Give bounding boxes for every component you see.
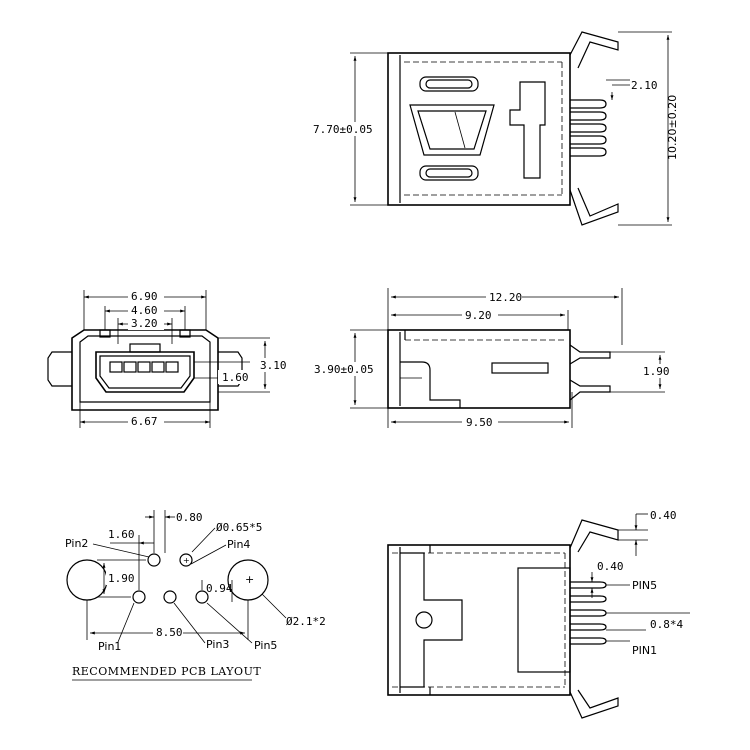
dim-9-20: 9.20 [465, 309, 492, 322]
pin-hole-4 [179, 553, 193, 567]
pcb-layout-title: RECOMMENDED PCB LAYOUT [72, 665, 261, 678]
dim-peg-dia: Ø2.1*2 [286, 615, 326, 628]
dim-1-90-side: 1.90 [643, 365, 670, 378]
label-pin3: Pin3 [206, 638, 229, 651]
peg-hole-left [66, 559, 108, 601]
label-pin4: Pin4 [227, 538, 250, 551]
dim-8-50: 8.50 [156, 626, 183, 639]
pcb-layout: + + 1.60 0.80 Ø0.65*5 1.90 0.94 8.50 [65, 510, 326, 681]
dim-7-70: 7.70±0.05 [313, 123, 373, 136]
dim-0-40-top: 0.40 [650, 509, 677, 522]
svg-text:+: + [245, 573, 254, 586]
dim-9-50: 9.50 [466, 416, 493, 429]
dim-1-60-front: 1.60 [222, 371, 249, 384]
dim-6-90: 6.90 [131, 290, 158, 303]
label-pin1: Pin1 [98, 640, 121, 653]
label-pin5-bottom: PIN5 [632, 579, 657, 592]
pin-hole-5 [195, 590, 209, 604]
label-pin1-bottom: PIN1 [632, 644, 657, 657]
pin-hole-2 [147, 553, 161, 567]
label-pin5: Pin5 [254, 639, 277, 652]
dim-0-80: 0.80 [176, 511, 203, 524]
dim-0-94: 0.94 [206, 582, 233, 595]
dim-4-60: 4.60 [131, 304, 158, 317]
pin-hole-3 [163, 590, 177, 604]
dim-1-60-pcb: 1.60 [108, 528, 135, 541]
svg-text:+: + [183, 556, 190, 565]
dim-10-20: 10.20±0.20 [666, 95, 679, 160]
dim-2-10: 2.10 [631, 79, 658, 92]
side-view-body [387, 329, 571, 409]
pin-hole-1 [132, 590, 146, 604]
dim-pin-pitch: 0.8*4 [650, 618, 683, 631]
side-view: 12.20 9.20 3.90±0.05 1.90 9.50 [312, 288, 676, 429]
dim-12-20: 12.20 [489, 291, 522, 304]
dim-3-10: 3.10 [260, 359, 287, 372]
label-pin2: Pin2 [65, 537, 88, 550]
dim-6-67: 6.67 [131, 415, 158, 428]
bottom-view: 0.40 0.40 PIN5 PIN1 0.8*4 [387, 509, 696, 719]
dim-1-90-pcb: 1.90 [108, 572, 135, 585]
top-view-body [387, 52, 571, 206]
front-view: 6.90 4.60 3.20 3.10 1.60 6.67 [47, 289, 294, 428]
dim-0-40-pin: 0.40 [597, 560, 624, 573]
top-view: 7.70±0.05 2.10 10.20±0.20 [310, 31, 679, 226]
dim-3-90: 3.90±0.05 [314, 363, 374, 376]
dim-3-20: 3.20 [131, 317, 158, 330]
dim-hole-dia: Ø0.65*5 [216, 521, 262, 534]
